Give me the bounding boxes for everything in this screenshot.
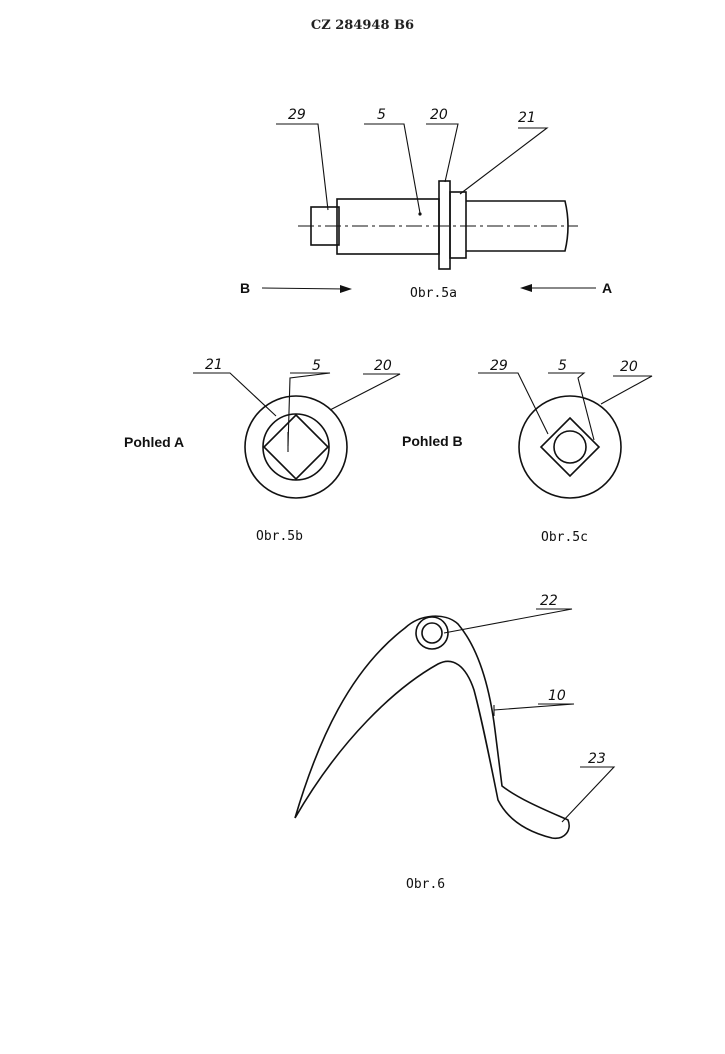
leader-29 bbox=[276, 123, 329, 211]
direction-label-b: B bbox=[240, 280, 250, 296]
leader-22 bbox=[443, 608, 573, 634]
label-20-c: 20 bbox=[620, 359, 638, 375]
label-20: 20 bbox=[430, 107, 448, 123]
square-shaft-section-c bbox=[539, 416, 601, 478]
label-29: 29 bbox=[288, 107, 306, 123]
leader-20-c bbox=[600, 375, 653, 405]
outer-flange-circle-c bbox=[518, 395, 622, 499]
document-number: CZ 284948 B6 bbox=[310, 18, 415, 33]
leader-21-b bbox=[193, 372, 277, 417]
lever-body bbox=[294, 615, 570, 840]
caption-fig5b: Obr.5b bbox=[256, 529, 303, 544]
arrow-b-shaft bbox=[261, 287, 347, 290]
square-shaft-section bbox=[262, 413, 330, 481]
ring bbox=[449, 191, 467, 259]
leader-20-b bbox=[329, 373, 401, 411]
label-10: 10 bbox=[548, 688, 566, 704]
shaft-end-circle bbox=[553, 430, 587, 464]
view-label-a: Pohled A bbox=[124, 434, 184, 450]
leader-5-b bbox=[287, 372, 331, 447]
leader-29-c bbox=[478, 372, 549, 435]
label-29-c: 29 bbox=[490, 358, 508, 374]
label-5: 5 bbox=[377, 107, 386, 123]
label-20-b: 20 bbox=[374, 358, 392, 374]
leader-20 bbox=[426, 123, 459, 183]
leader-dot-5 bbox=[418, 212, 422, 216]
outer-flange-circle bbox=[244, 395, 348, 499]
leader-23 bbox=[561, 766, 616, 823]
label-22: 22 bbox=[540, 593, 558, 609]
pivot-outer bbox=[415, 616, 449, 650]
label-21: 21 bbox=[518, 110, 536, 126]
caption-fig5a: Obr.5a bbox=[410, 286, 457, 301]
fig5c-view-b: 29 5 20 Pohled B Obr.5c bbox=[402, 358, 653, 545]
label-5-b: 5 bbox=[312, 358, 321, 374]
direction-label-a: A bbox=[602, 280, 612, 296]
fig5b-view-a: 21 5 20 Pohled A Obr.5b bbox=[124, 357, 401, 544]
flange bbox=[438, 180, 451, 270]
leader-10 bbox=[493, 703, 575, 711]
pivot-hole bbox=[421, 622, 443, 644]
leader-5 bbox=[364, 123, 421, 214]
view-label-b: Pohled B bbox=[402, 433, 463, 449]
label-23: 23 bbox=[588, 751, 606, 767]
arrow-b-head bbox=[340, 285, 352, 293]
label-5-c: 5 bbox=[558, 358, 567, 374]
leader-21 bbox=[459, 127, 549, 195]
ring-circle bbox=[262, 413, 330, 481]
fig6-lever: 22 10 23 Obr.6 bbox=[294, 593, 616, 892]
label-21-b: 21 bbox=[205, 357, 223, 373]
caption-fig5c: Obr.5c bbox=[541, 530, 588, 545]
arrow-a-head bbox=[520, 284, 532, 292]
caption-fig6: Obr.6 bbox=[406, 877, 445, 892]
fig5a-shaft-assembly: 29 5 20 21 B A Obr.5a bbox=[240, 107, 612, 301]
leader-5-c bbox=[548, 372, 595, 441]
